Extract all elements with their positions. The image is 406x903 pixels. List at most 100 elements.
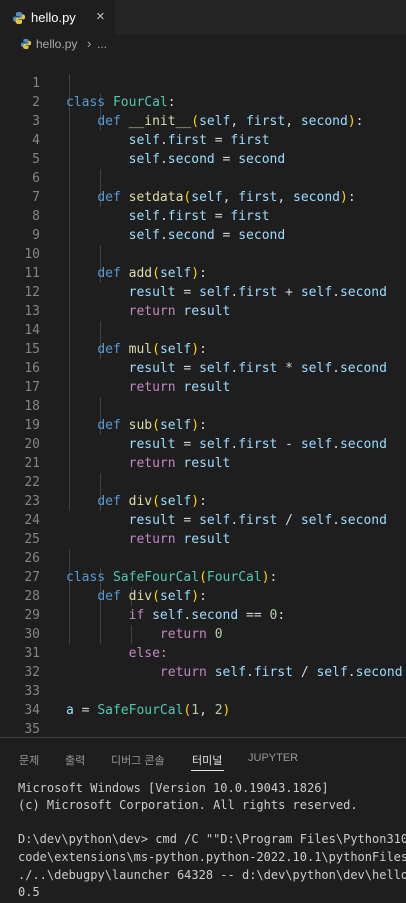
tab-label: hello.py — [31, 10, 76, 25]
indent-guide — [100, 473, 101, 511]
code-line: 21 — [0, 435, 406, 471]
indent-guide — [131, 625, 132, 644]
line-number: 8 — [32, 209, 40, 224]
indent-guide — [131, 587, 132, 606]
terminal-line[interactable]: (c) Microsoft Corporation. All rights re… — [18, 798, 358, 812]
code-line: 2 def __init__(self, first, second): — [0, 74, 406, 129]
code-line: 4 self.second = second — [0, 112, 406, 167]
code-line: 35 print(a.div()) — [0, 701, 406, 737]
terminal-line[interactable]: 0.5 — [18, 885, 40, 899]
terminal-line[interactable]: D:\dev\python\dev> cmd /C ""D:\Program F… — [18, 832, 406, 846]
editor-tab-bar: hello.py × — [0, 0, 406, 35]
line-number: 7 — [32, 190, 40, 205]
code-line: 33 a = SafeFourCal(1, 2) — [0, 663, 406, 718]
line-number: 27 — [24, 570, 40, 585]
code-line: 31 return self.first / self.second — [0, 625, 406, 680]
code-line: 32 — [0, 644, 406, 680]
line-number: 3 — [32, 114, 40, 129]
terminal-line[interactable]: Microsoft Windows [Version 10.0.19043.18… — [18, 781, 329, 795]
breadcrumb-separator: › — [87, 36, 92, 51]
code-line: 8 self.second = second — [0, 188, 406, 243]
line-number: 5 — [32, 152, 40, 167]
line-number: 31 — [24, 646, 40, 661]
code-line: 16 return result — [0, 340, 406, 395]
line-number: 35 — [24, 722, 40, 737]
tab-hello-py[interactable]: hello.py × — [0, 0, 115, 35]
line-number: 10 — [24, 247, 40, 262]
python-icon — [13, 12, 25, 24]
line-number: 1 — [32, 76, 40, 91]
code-line: 10 def add(self): — [0, 226, 406, 281]
breadcrumb — [0, 35, 406, 55]
indent-guide — [100, 568, 101, 644]
indent-guide — [100, 321, 101, 359]
code-line: 1 class FourCal: — [0, 55, 406, 110]
line-number: 12 — [24, 285, 40, 300]
code-line: 25 — [0, 511, 406, 547]
python-icon — [20, 38, 32, 50]
line-number: 11 — [24, 266, 40, 281]
line-number: 32 — [24, 665, 40, 680]
code-line: 23 result = self.first / self.second — [0, 473, 406, 528]
code-line: 12 return result — [0, 264, 406, 319]
tab-terminal[interactable]: 터미널 — [192, 755, 223, 767]
line-number: 30 — [24, 627, 40, 642]
code-line: 11 result = self.first + self.second — [0, 245, 406, 300]
code-line: 34 — [0, 682, 406, 718]
bottom-panel — [0, 737, 406, 903]
line-number: 6 — [32, 171, 40, 186]
line-number: 14 — [24, 323, 40, 338]
tab-debug-console[interactable]: 디버그 콘솔 — [111, 755, 165, 767]
active-tab-indicator — [191, 770, 224, 771]
code-line: 3 self.first = first — [0, 93, 406, 148]
close-icon[interactable]: × — [96, 8, 105, 25]
code-line: 24 return result — [0, 492, 406, 547]
line-number: 26 — [24, 551, 40, 566]
code-line: 19 result = self.first - self.second — [0, 397, 406, 452]
indent-guide — [100, 93, 101, 131]
code-line: 13 — [0, 283, 406, 319]
tab-problems[interactable]: 문제 — [19, 755, 40, 767]
code-line: 5 — [0, 131, 406, 167]
line-number: 34 — [24, 703, 40, 718]
code-line: 27 def div(self): — [0, 549, 406, 604]
code-editor[interactable]: 1 class FourCal: 2 def __init__(self, fi… — [0, 55, 406, 737]
line-number: 21 — [24, 456, 40, 471]
line-number: 22 — [24, 475, 40, 490]
code-line: 9 — [0, 207, 406, 243]
code-line: 7 self.first = first — [0, 169, 406, 224]
indent-guide — [69, 549, 70, 644]
breadcrumb-symbols[interactable]: ... — [97, 37, 108, 51]
line-number: 13 — [24, 304, 40, 319]
breadcrumb-file[interactable]: hello.py — [36, 37, 78, 51]
tab-output[interactable]: 출력 — [65, 755, 86, 767]
line-number: 25 — [24, 532, 40, 547]
tab-jupyter[interactable]: JUPYTER — [248, 752, 299, 764]
code-line: 36 — [0, 720, 406, 737]
terminal-line[interactable]: ./..\debugpy\launcher 64328 -- d:\dev\py… — [18, 868, 406, 882]
line-number: 19 — [24, 418, 40, 433]
indent-guide — [100, 245, 101, 283]
code-line: 26 class SafeFourCal(FourCal): — [0, 530, 406, 585]
line-number: 33 — [24, 684, 40, 699]
line-number: 17 — [24, 380, 40, 395]
line-number: 20 — [24, 437, 40, 452]
code-line: 6 def setdata(self, first, second): — [0, 150, 406, 205]
terminal-line[interactable]: code\extensions\ms-python.python-2022.10… — [18, 850, 406, 864]
code-line: 22 def div(self): — [0, 454, 406, 509]
code-line: 17 — [0, 359, 406, 395]
line-number: 18 — [24, 399, 40, 414]
line-number: 9 — [32, 228, 40, 243]
code-line: 14 def mul(self): — [0, 302, 406, 357]
code-line: 18 def sub(self): — [0, 378, 406, 433]
line-number: 15 — [24, 342, 40, 357]
line-number: 24 — [24, 513, 40, 528]
indent-guide — [100, 169, 101, 207]
line-number: 2 — [32, 95, 40, 110]
code-line: 29 return 0 — [0, 587, 406, 642]
line-number: 4 — [32, 133, 40, 148]
code-line: 30 else: — [0, 606, 406, 661]
indent-guide — [100, 397, 101, 435]
line-number: 28 — [24, 589, 40, 604]
code-line: 15 result = self.first * self.second — [0, 321, 406, 376]
